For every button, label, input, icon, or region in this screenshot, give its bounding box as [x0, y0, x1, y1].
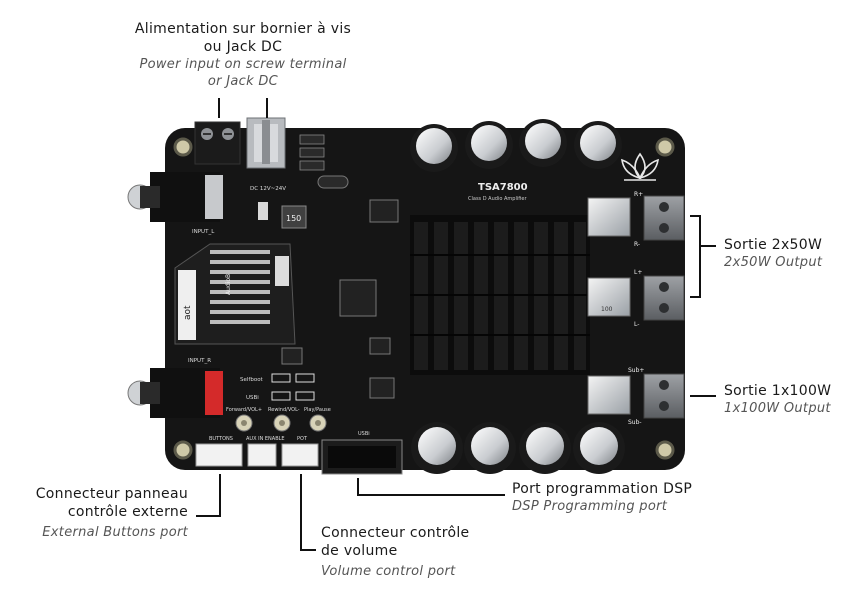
inductor-100-label: 100	[601, 306, 613, 313]
label-power-input: Alimentation sur bornier à vis ou Jack D…	[98, 20, 388, 90]
audio-module	[174, 243, 296, 345]
volume-fr-line2: de volume	[321, 543, 398, 559]
header-pot-label: POT	[297, 436, 308, 442]
btn-play-label: Play/Pause	[304, 407, 331, 413]
buttons-fr-line2: contrôle externe	[67, 504, 188, 520]
usbi-header	[321, 439, 403, 475]
out1x100-fr: Sortie 1x100W	[724, 383, 832, 399]
header-buttons-label: BUTTONS	[209, 436, 233, 442]
dc-jack	[246, 117, 286, 169]
power-fr-line2: ou Jack DC	[203, 39, 283, 55]
selfboot-label: Selfboot	[240, 377, 264, 383]
dc-voltage-label: DC 12V~24V	[250, 186, 286, 192]
power-screw-terminal	[194, 121, 241, 165]
out2x50-en: 2x50W Output	[724, 255, 823, 270]
out1x100-en: 1x100W Output	[724, 401, 831, 416]
dsp-en: DSP Programming port	[512, 499, 668, 514]
white-headers	[195, 443, 319, 467]
output-inductors	[587, 197, 631, 415]
crystal	[317, 175, 349, 189]
top-capacitors	[410, 119, 622, 172]
label-output-1x100: Sortie 1x100W 1x100W Output	[724, 382, 848, 417]
jumpers	[271, 373, 315, 401]
label-volume-port: Connecteur contrôle de volume Volume con…	[321, 524, 521, 580]
volume-en: Volume control port	[321, 564, 456, 579]
out-rplus-label: R+	[634, 191, 643, 198]
label-buttons-port: Connecteur panneau contrôle externe Exte…	[12, 485, 188, 541]
rca-input-right	[127, 368, 223, 418]
rca-input-left	[127, 172, 223, 222]
inductor-150	[281, 205, 307, 229]
diodes	[299, 134, 325, 171]
module-name-label: AudioB	[225, 274, 232, 295]
buttons-en: External Buttons port	[42, 525, 188, 540]
lotus-logo-icon	[621, 152, 659, 181]
volume-fr-line1: Connecteur contrôle	[321, 525, 470, 541]
inductor-150-label: 150	[286, 214, 301, 223]
btn-rewind-label: Rewind/VOL-	[268, 407, 300, 413]
out2x50-fr: Sortie 2x50W	[724, 237, 823, 253]
heatsink	[410, 215, 590, 375]
out-lplus-label: L+	[634, 269, 642, 276]
out-subminus-label: Sub-	[628, 419, 642, 426]
chip-subtitle: Class D Audio Amplifier	[468, 196, 527, 202]
leader-lines	[196, 98, 716, 551]
ic-chips	[281, 199, 399, 399]
buttons-fr-line1: Connecteur panneau	[35, 486, 188, 502]
input-left-label: INPUT_L	[192, 229, 215, 235]
input-right-label: INPUT_R	[188, 358, 211, 364]
label-output-2x50: Sortie 2x50W 2x50W Output	[724, 236, 848, 271]
dsp-fr: Port programmation DSP	[512, 481, 693, 497]
header-aux-label: AUX IN ENABLE	[246, 436, 285, 442]
out-lminus-label: L-	[634, 321, 639, 328]
usbi-jumper-label: USBi	[246, 395, 259, 401]
power-en-line2: or Jack DC	[207, 74, 279, 89]
chip-title: TSA7800	[478, 182, 528, 193]
bottom-capacitors	[411, 422, 625, 474]
module-brand-label: aot	[183, 305, 193, 320]
btn-forward-label: Forward/VOL+	[226, 407, 262, 413]
usbi-header-label: USBi	[358, 431, 370, 437]
label-dsp-port: Port programmation DSP DSP Programming p…	[512, 480, 732, 515]
mounting-holes	[173, 137, 675, 460]
out-subplus-label: Sub+	[628, 367, 644, 374]
output-screw-terminals	[643, 195, 685, 419]
small-cap	[258, 202, 268, 220]
out-rminus-label: R-	[634, 241, 640, 248]
power-en-line1: Power input on screw terminal	[139, 57, 347, 72]
push-buttons	[235, 414, 327, 432]
power-fr-line1: Alimentation sur bornier à vis	[134, 21, 352, 37]
